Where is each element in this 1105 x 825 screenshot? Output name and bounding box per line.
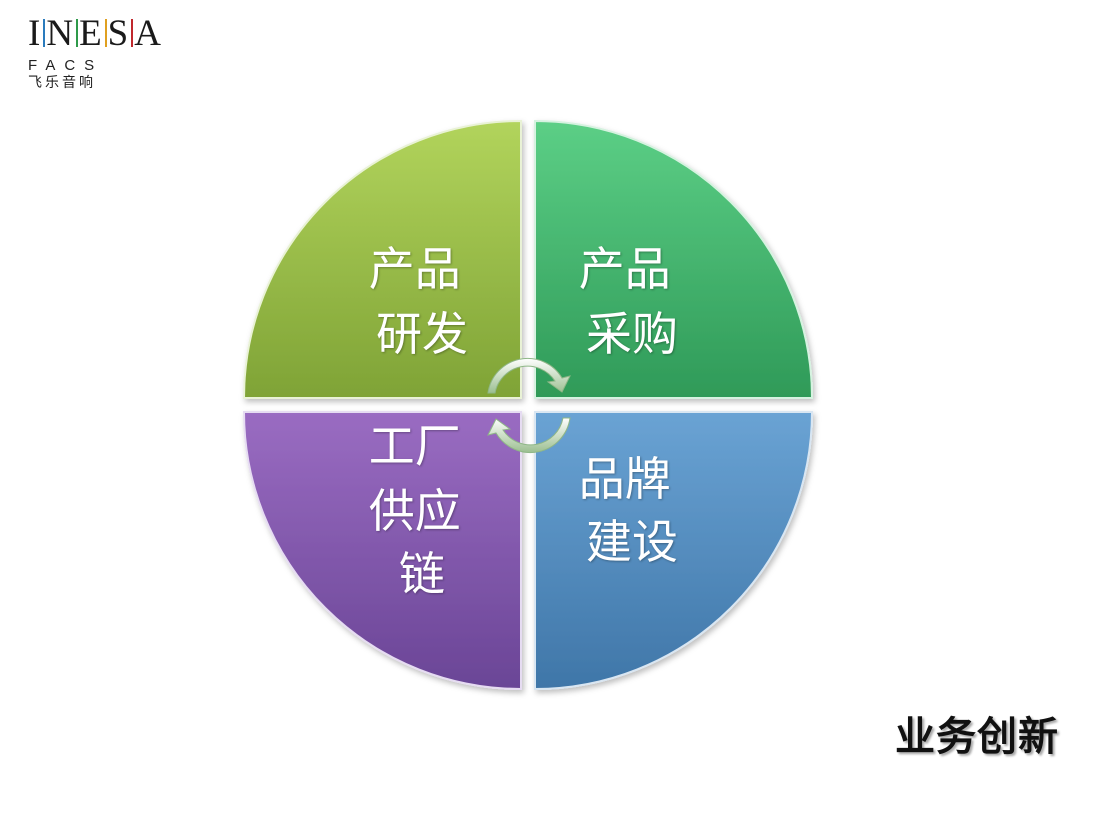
label-line: 产品: [579, 242, 671, 296]
quadrant-label-bottom-left: 工厂 供应 链: [369, 419, 476, 601]
label-line: 采购: [586, 307, 678, 361]
logo-letter: S: [107, 13, 131, 54]
quadrant-label-bottom-right: 品牌 建设: [579, 452, 686, 569]
label-line: 供应: [369, 484, 461, 538]
label-line: 建设: [586, 515, 678, 569]
quadrant-top-left: [242, 119, 522, 399]
logo-marker: [76, 19, 79, 47]
quadrant-top-right: [534, 119, 814, 399]
quadrant-label-top-left: 产品 研发: [369, 242, 476, 361]
cycle-arrows-icon: [487, 357, 571, 454]
label-line: 研发: [376, 307, 468, 361]
logo-marker: [131, 19, 134, 47]
logo-letter: I: [28, 13, 43, 54]
quadrant-label-top-right: 产品 采购: [579, 242, 686, 361]
label-line: 品牌: [579, 452, 671, 506]
label-line: 链: [399, 547, 445, 601]
logo-letter: N: [46, 13, 76, 54]
logo-chinese-name: 飞乐音响: [28, 75, 96, 91]
logo-marker: [43, 19, 46, 47]
quadrant-bottom-right: [534, 411, 814, 691]
logo-letter: E: [79, 13, 104, 54]
logo-letter: A: [134, 13, 163, 54]
quadrant-bottom-left: [242, 411, 522, 691]
caption-business-innovation: 业务创新: [895, 714, 1059, 760]
logo-marker: [104, 19, 107, 47]
label-line: 工厂: [369, 419, 461, 473]
logo-subtitle: FACS: [28, 57, 104, 74]
label-line: 产品: [369, 242, 461, 296]
